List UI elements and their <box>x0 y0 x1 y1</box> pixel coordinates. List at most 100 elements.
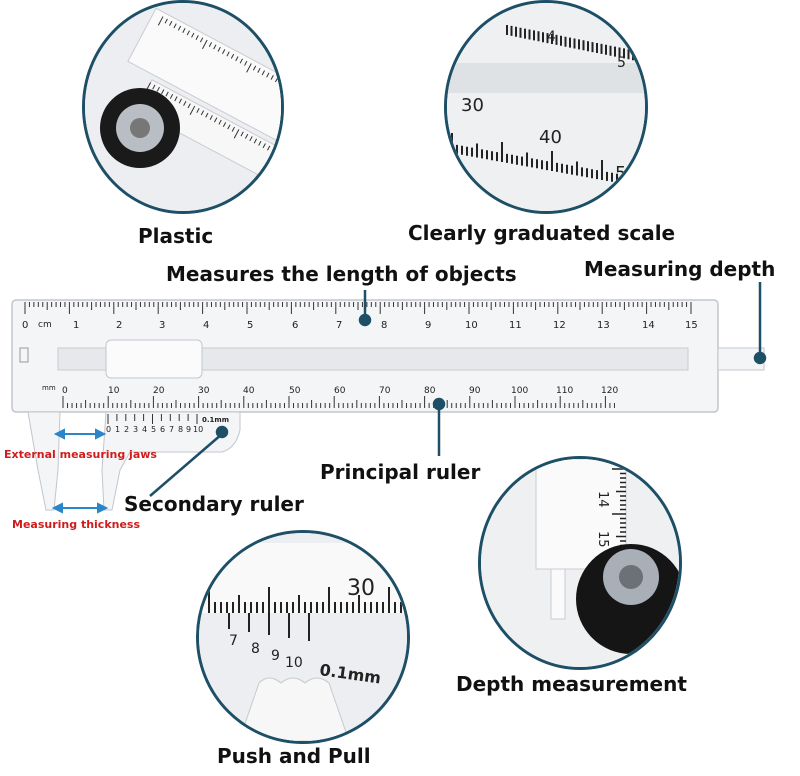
plastic-zoom-tick <box>257 67 261 73</box>
plastic-zoom-tick <box>246 63 252 73</box>
push-vernier-9: 9 <box>271 648 280 664</box>
depth-number-15: 15 <box>595 531 610 548</box>
plastic-zoom-tick <box>152 84 156 90</box>
plastic-zoom-tick <box>191 32 195 38</box>
sliding-jaw <box>101 411 241 511</box>
plastic-zoom-tick <box>267 145 271 151</box>
plastic-zoom-tick <box>222 122 227 128</box>
plastic-zoom-tick <box>187 103 191 109</box>
plastic-zoom-tick <box>252 65 257 71</box>
mm-number: 0 <box>62 386 68 396</box>
vernier-number: 10 <box>193 425 203 434</box>
plastic-zoom-tick <box>156 86 160 92</box>
mm-number: 110 <box>556 386 573 396</box>
label-graduated-scale: Clearly graduated scale <box>408 221 676 245</box>
plastic-zoom-tick <box>209 115 213 120</box>
plastic-zoom-tick <box>169 93 174 99</box>
cm-number: 6 <box>292 320 298 331</box>
plastic-zoom-tick <box>213 44 217 50</box>
label-measures-length: Measures the length of objects <box>166 262 517 286</box>
plastic-zoom-tick <box>202 39 208 50</box>
cm-mark-left <box>19 347 29 363</box>
mm-number: 30 <box>198 386 210 396</box>
plastic-zoom-tick <box>217 46 221 52</box>
plastic-zoom-tick <box>235 56 239 62</box>
label-depth-measurement: Depth measurement <box>456 672 687 696</box>
plastic-zoom-tick <box>226 51 230 57</box>
zoom-number-4: 4 <box>547 29 556 45</box>
push-vernier-10: 10 <box>285 655 303 671</box>
plastic-zoom-tick <box>174 96 178 102</box>
plastic-zoom-tick <box>195 35 199 40</box>
slider-thumb[interactable] <box>105 339 203 379</box>
plastic-zoom-tick <box>157 16 164 26</box>
cm-number: 14 <box>642 320 655 331</box>
vernier-number: 9 <box>186 425 191 434</box>
plastic-zoom-tick <box>233 129 240 139</box>
plastic-zoom-tick <box>244 60 248 66</box>
plastic-zoom-tick <box>183 100 187 106</box>
cm-number: 13 <box>597 320 610 331</box>
plastic-zoom-tick <box>205 112 209 118</box>
plastic-zoom-tick <box>208 42 213 48</box>
plastic-zoom-tick <box>239 58 243 64</box>
cm-number: 2 <box>116 320 122 331</box>
pointer-dot-principal <box>432 397 446 411</box>
vernier-unit: 0.1mm <box>202 416 229 424</box>
mm-number: 20 <box>153 386 165 396</box>
cm-number: 5 <box>247 320 253 331</box>
vernier-number: 7 <box>169 425 174 434</box>
plastic-zoom-tick <box>249 136 253 142</box>
label-push-pull: Push and Pull <box>217 744 371 768</box>
plastic-zoom-tick <box>165 91 169 97</box>
cm-number: 3 <box>159 320 165 331</box>
plastic-zoom-tick <box>186 30 190 36</box>
cm-number: 8 <box>381 320 387 331</box>
plastic-zoom-tick <box>270 75 274 80</box>
cm-number: 15 <box>685 320 698 331</box>
plastic-zoom-tick <box>200 110 205 116</box>
mm-number: 120 <box>601 386 618 396</box>
plastic-zoom-tick <box>164 18 168 24</box>
label-measuring-thickness: Measuring thickness <box>12 518 141 531</box>
label-principal-ruler: Principal ruler <box>320 460 481 484</box>
mm-number: 60 <box>334 386 346 396</box>
cm-number: 1 <box>73 320 79 331</box>
label-measuring-depth: Measuring depth <box>584 257 776 281</box>
cm-number: 0 <box>22 320 28 331</box>
mm-number: 90 <box>469 386 481 396</box>
plastic-zoom-tick <box>169 21 173 26</box>
caliper-slot <box>57 347 689 371</box>
zoom-number-40: 40 <box>539 127 562 148</box>
plastic-zoom-tick <box>261 70 265 76</box>
vernier-number: 0 <box>106 425 111 434</box>
label-secondary-ruler: Secondary ruler <box>124 492 304 516</box>
plastic-zoom-tick <box>173 23 177 29</box>
vernier-number: 3 <box>133 425 138 434</box>
plastic-zoom-tick <box>240 131 244 137</box>
mm-number: 80 <box>424 386 436 396</box>
cm-unit: cm <box>38 320 52 330</box>
cm-number: 11 <box>509 320 522 331</box>
plastic-zoom-tick <box>231 126 235 132</box>
mm-unit: mm <box>42 384 56 392</box>
plastic-zoom-tick <box>222 49 226 55</box>
cm-number: 9 <box>425 320 431 331</box>
zoom-number-30: 30 <box>461 95 484 116</box>
push-vernier-8: 8 <box>251 641 260 657</box>
plastic-zoom-tick <box>253 138 258 144</box>
label-plastic: Plastic <box>138 224 214 248</box>
depth-number-14: 14 <box>595 491 610 508</box>
cm-number: 10 <box>465 320 478 331</box>
mm-number: 100 <box>511 386 528 396</box>
plastic-zoom-tick <box>196 108 200 113</box>
pointer-dot-secondary <box>215 425 229 439</box>
plastic-zoom-tick <box>275 77 279 83</box>
vernier-number: 2 <box>124 425 129 434</box>
push-zoom-circle: 30 7 8 9 10 0.1mm <box>196 530 410 744</box>
zoom-number-5: 5 <box>617 55 626 71</box>
mm-number: 70 <box>379 386 391 396</box>
plastic-zoom-tick <box>244 133 249 139</box>
depth-zoom-circle: 14 15 <box>478 456 682 670</box>
plastic-zoom-tick <box>258 140 262 146</box>
